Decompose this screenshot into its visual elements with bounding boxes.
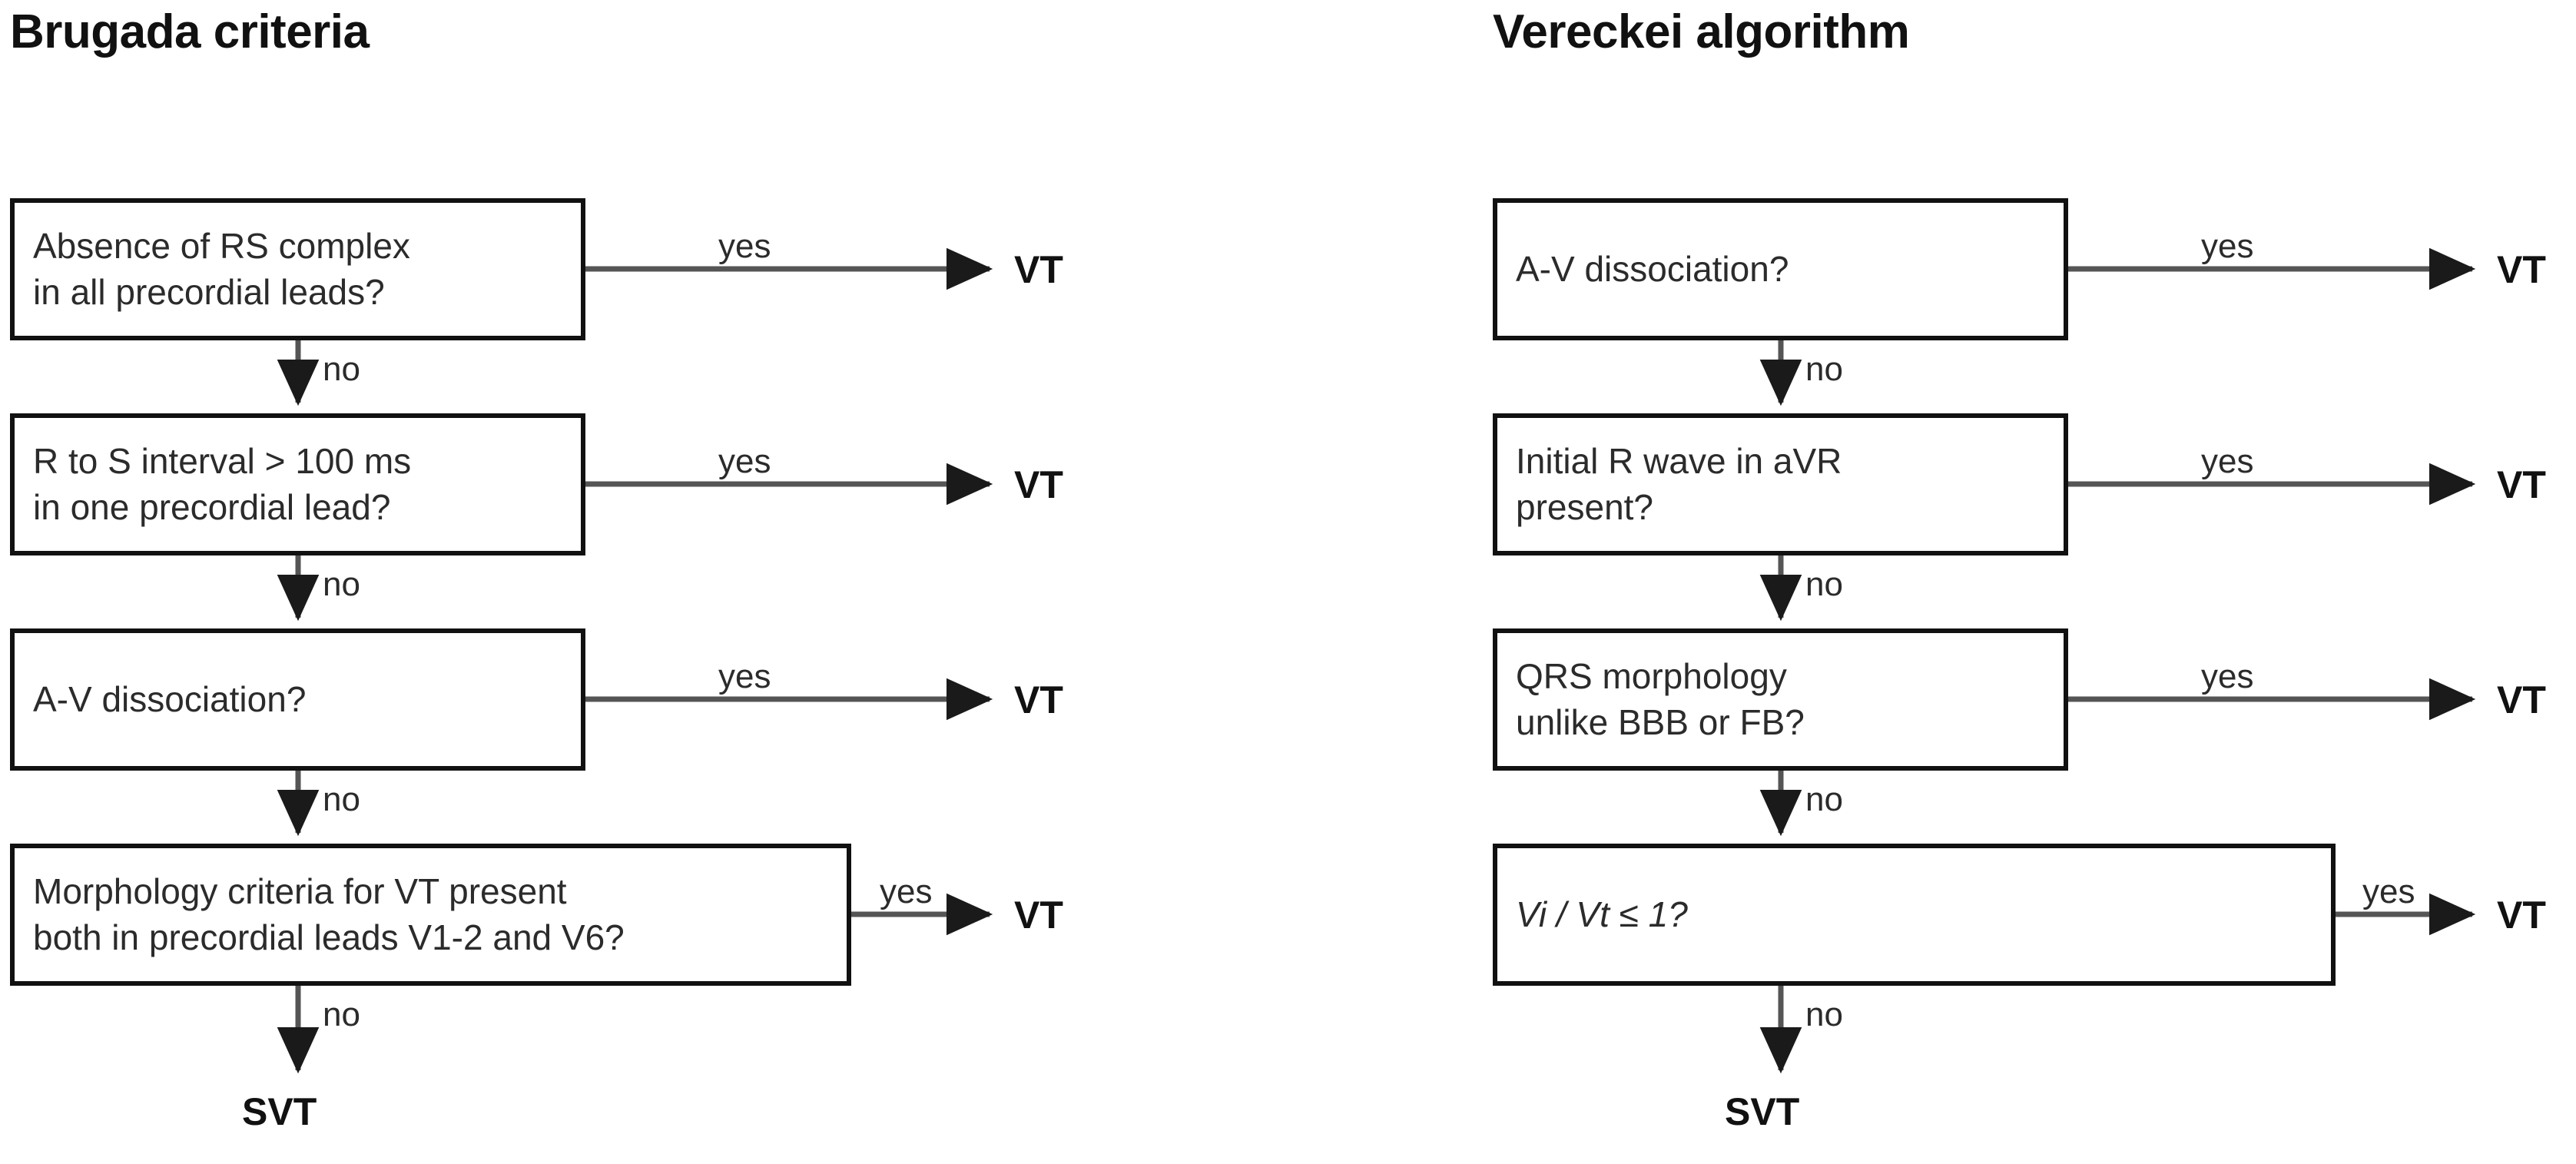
panel-title-vereckei: Vereckei algorithm xyxy=(1493,5,1910,58)
outcome-vt-brugada-3: VT xyxy=(1014,678,1063,721)
edge-label-no-vereckei-4: no xyxy=(1805,996,1843,1033)
edge-label-no-brugada-1: no xyxy=(323,350,360,388)
decision-box-brugada-1: Absence of RS complex in all precordial … xyxy=(10,198,585,340)
decision-box-brugada-2: R to S interval > 100 ms in one precordi… xyxy=(10,413,585,555)
decision-box-vereckei-1-label: A-V dissociation? xyxy=(1516,248,1789,289)
decision-box-vereckei-1: A-V dissociation? xyxy=(1493,198,2068,340)
panel-title-brugada: Brugada criteria xyxy=(10,5,370,58)
edge-label-yes-vereckei-2: yes xyxy=(2201,443,2254,480)
decision-box-brugada-1-label: Absence of RS complex in all precordial … xyxy=(33,225,410,312)
outcome-svt-brugada: SVT xyxy=(242,1090,317,1133)
edge-label-yes-brugada-3: yes xyxy=(718,658,771,695)
outcome-vt-vereckei-3: VT xyxy=(2497,678,2546,721)
decision-box-vereckei-4-label: Vi / Vt ≤ 1? xyxy=(1516,894,1688,934)
decision-box-brugada-2-label: R to S interval > 100 ms in one precordi… xyxy=(33,440,412,527)
decision-box-vereckei-2: Initial R wave in aVR present? xyxy=(1493,413,2068,555)
edge-label-yes-brugada-1: yes xyxy=(718,227,771,265)
edge-label-yes-brugada-4: yes xyxy=(880,873,933,910)
decision-box-vereckei-3: QRS morphology unlike BBB or FB? xyxy=(1493,628,2068,771)
decision-box-brugada-4-label: Morphology criteria for VT present both … xyxy=(33,871,625,957)
outcome-vt-brugada-1: VT xyxy=(1014,248,1063,291)
outcome-vt-vereckei-4: VT xyxy=(2497,894,2546,937)
decision-box-vereckei-2-label: Initial R wave in aVR present? xyxy=(1516,440,1842,527)
decision-box-brugada-3-label: A-V dissociation? xyxy=(33,678,307,719)
edge-label-no-brugada-2: no xyxy=(323,565,360,603)
edge-label-no-vereckei-2: no xyxy=(1805,565,1843,603)
outcome-vt-vereckei-1: VT xyxy=(2497,248,2546,291)
edge-label-yes-vereckei-4: yes xyxy=(2362,873,2415,910)
decision-box-brugada-3: A-V dissociation? xyxy=(10,628,585,771)
outcome-vt-vereckei-2: VT xyxy=(2497,463,2546,506)
edge-label-yes-vereckei-1: yes xyxy=(2201,227,2254,265)
decision-box-vereckei-4: Vi / Vt ≤ 1? xyxy=(1493,844,2336,986)
edge-label-yes-vereckei-3: yes xyxy=(2201,658,2254,695)
edge-label-no-brugada-4: no xyxy=(323,996,360,1033)
edge-label-no-brugada-3: no xyxy=(323,781,360,818)
outcome-svt-vereckei: SVT xyxy=(1725,1090,1800,1133)
decision-box-brugada-4: Morphology criteria for VT present both … xyxy=(10,844,851,986)
outcome-vt-brugada-2: VT xyxy=(1014,463,1063,506)
decision-box-vereckei-3-label: QRS morphology unlike BBB or FB? xyxy=(1516,655,1805,742)
edge-label-yes-brugada-2: yes xyxy=(718,443,771,480)
edge-label-no-vereckei-3: no xyxy=(1805,781,1843,818)
edge-label-no-vereckei-1: no xyxy=(1805,350,1843,388)
outcome-vt-brugada-4: VT xyxy=(1014,894,1063,937)
